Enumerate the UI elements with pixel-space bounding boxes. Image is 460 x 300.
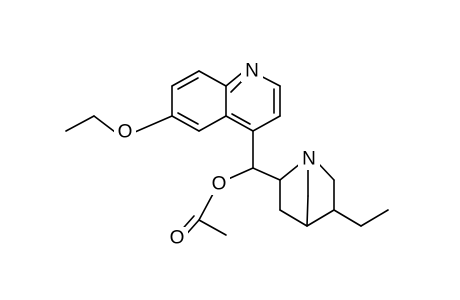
bond-carbonyl-c-methyl <box>198 219 227 236</box>
bond-c3q-c4q <box>306 209 335 227</box>
quinoline-nitrogen-label: N <box>245 61 259 82</box>
bond-c9-o <box>225 167 254 181</box>
bond-ch2-bridge-c4q <box>306 195 309 227</box>
bond-c4-c4a-double <box>231 113 251 125</box>
bond-ethyl-ch2-ch3 <box>360 209 389 227</box>
bond-c8-c7 <box>171 70 200 87</box>
label-bg-ether-o <box>114 121 136 143</box>
label-bg-quinoline-n <box>241 60 263 82</box>
bond-c6-o <box>134 115 173 133</box>
label-bg-carbonyl-o <box>166 227 188 249</box>
bond-o-carbonyl-c <box>198 191 215 221</box>
bond-c6-c5-double <box>177 112 199 125</box>
bond-c3-c4 <box>252 115 281 132</box>
label-bg-ester-o <box>208 173 230 195</box>
bond-n-ch2-right <box>317 162 335 181</box>
ether-oxygen-label: O <box>118 122 133 143</box>
bond-c4q-c5q <box>279 209 308 227</box>
bond-o-ch2 <box>93 115 116 133</box>
bond-c5-c4a <box>198 115 227 132</box>
label-bg-quinuclidine-n <box>298 148 320 170</box>
ester-oxygen-label: O <box>212 174 227 195</box>
bond-c6-c5 <box>171 115 200 132</box>
bond-c8a-c8 <box>198 70 227 87</box>
carbonyl-oxygen-label: O <box>170 228 185 249</box>
bond-c8-c7-double <box>177 77 199 90</box>
bond-c3q-ethyl-ch2 <box>333 209 362 227</box>
bond-ch2-ch3 <box>65 115 95 132</box>
bond-c4-c4a <box>225 115 254 132</box>
bond-c8q-n <box>279 162 302 181</box>
quinuclidine-nitrogen-label: N <box>302 149 316 170</box>
bond-c8a-n1 <box>225 71 244 87</box>
bond-c9-c8q <box>252 167 281 181</box>
